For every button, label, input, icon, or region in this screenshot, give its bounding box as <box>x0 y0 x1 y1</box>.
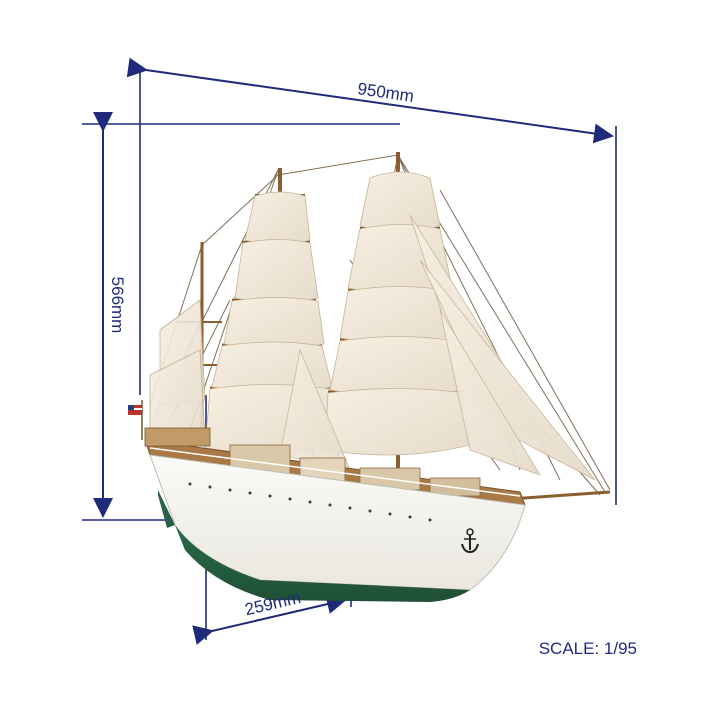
scale-label: SCALE: 1/95 <box>539 639 637 658</box>
jib-sails <box>279 214 596 481</box>
flag-icon <box>128 400 143 440</box>
hull <box>149 454 526 602</box>
beam-dimension-line <box>192 594 347 645</box>
deck <box>144 427 526 506</box>
mizzen-mast <box>149 242 226 445</box>
portholes <box>188 482 432 522</box>
height-label: 566mm <box>108 277 127 334</box>
ship-model <box>128 152 611 602</box>
dimension-lines <box>82 57 617 645</box>
length-dimension-line <box>126 57 614 144</box>
anchor-icon <box>461 528 479 554</box>
